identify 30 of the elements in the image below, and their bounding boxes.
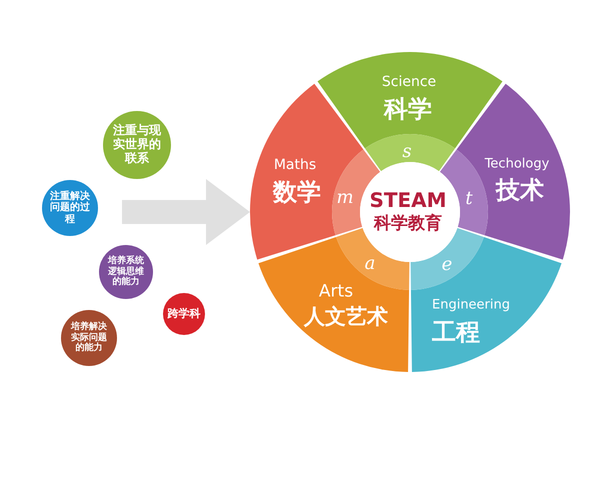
segment-label: 技术 <box>496 178 544 202</box>
segment-letter: e <box>442 256 452 274</box>
center-title: STEAM <box>369 190 447 210</box>
segment-letter: t <box>465 190 473 208</box>
wheel-segment <box>456 83 570 260</box>
wheel-segment <box>250 83 364 260</box>
segment-label: 工程 <box>432 320 480 344</box>
circle-text: 注重解决问题的过程 <box>50 190 90 226</box>
segment-label: 数学 <box>273 180 321 204</box>
wheel-segment <box>317 52 503 149</box>
circle-text: 培养系统逻辑思维的能力 <box>108 256 144 288</box>
segment-letter: s <box>402 143 412 161</box>
wheel-segment <box>410 237 562 372</box>
segment-label: 科学 <box>384 97 432 121</box>
ring-segment <box>364 134 456 172</box>
wheel-segment <box>258 237 410 372</box>
segment-label: 人文艺术 <box>304 306 388 328</box>
circle-text: 培养解决实际问题的能力 <box>70 322 108 354</box>
segment-title: Science <box>382 75 436 89</box>
segment-title: Engineering <box>432 298 510 312</box>
segment-title: Arts <box>318 284 354 300</box>
segment-letter: m <box>336 189 354 207</box>
circle-text: 跨学科 <box>168 308 200 320</box>
segment-letter: a <box>364 255 376 273</box>
arrow <box>122 179 250 245</box>
circle-text: 注重与现实世界的联系 <box>112 124 162 166</box>
topic-circle <box>163 293 205 335</box>
segment-title: Techology <box>484 158 550 170</box>
center-subtitle: 科学教育 <box>374 216 442 232</box>
segment-title: Maths <box>274 158 316 172</box>
